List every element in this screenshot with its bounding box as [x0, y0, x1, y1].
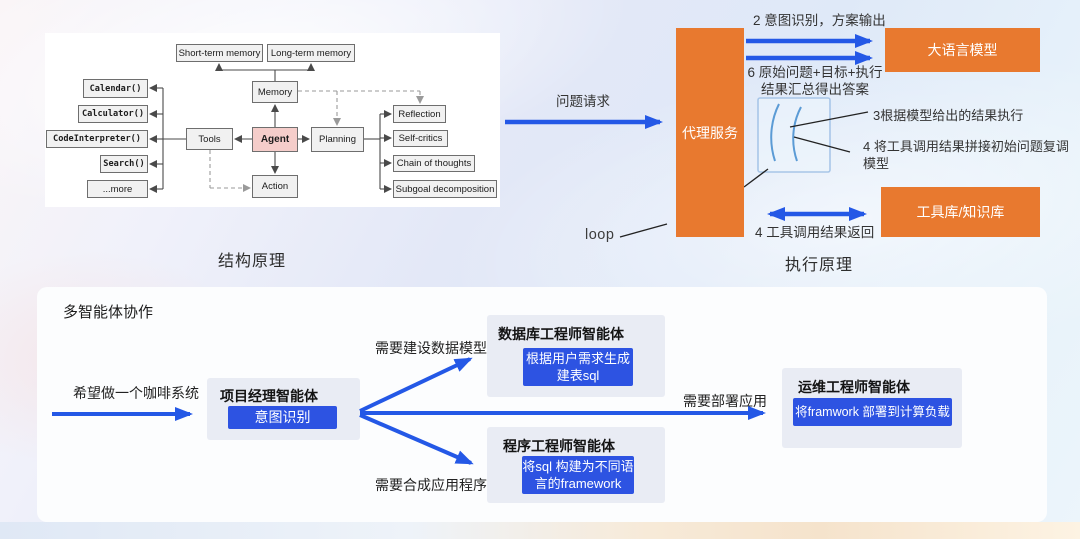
agent-service-box: 代理服务: [676, 28, 744, 237]
node-self-critics: Self-critics: [393, 130, 448, 147]
db-agent-action-line2: 建表sql: [556, 368, 600, 383]
tool-knowledge-label: 工具库/知识库: [916, 204, 1005, 220]
step2-label: 2 意图识别，方案输出: [753, 13, 886, 28]
llm-box: 大语言模型: [885, 28, 1040, 72]
node-code-interpreter: CodeInterpreter(): [46, 130, 148, 148]
step6-line1: 6 原始问题+目标+执行: [747, 65, 883, 80]
node-planning: Planning: [311, 127, 364, 152]
node-short-term-memory: Short-term memory: [176, 44, 263, 62]
structure-connectors: [149, 63, 424, 193]
ops-agent-action: 将framwork 部署到计算负载: [793, 398, 952, 426]
pm-agent-card: 项目经理智能体 意图识别: [207, 378, 360, 440]
loop-label: loop: [585, 227, 615, 243]
multi-agent-panel: 多智能体协作 希望做一个咖啡系统 需要建设数据模型 需要合成应用程序 需要部署应…: [37, 287, 1047, 522]
step4-join-line1: 4 将工具调用结果拼接初始问题复调: [863, 139, 1069, 154]
caption-structure: 结构原理: [218, 253, 287, 270]
node-action: Action: [252, 175, 298, 198]
node-subgoal-decomposition: Subgoal decomposition: [393, 180, 497, 198]
pm-agent-action-text: 意图识别: [254, 409, 311, 425]
node-memory: Memory: [252, 81, 298, 103]
edge-ops-label: 需要部署应用: [683, 393, 767, 409]
edge-db-label: 需要建设数据模型: [375, 340, 487, 356]
dev-agent-action: 将sql 构建为不同语 言的framework: [522, 456, 634, 494]
dev-agent-title: 程序工程师智能体: [503, 438, 615, 454]
node-long-term-memory: Long-term memory: [267, 44, 355, 62]
agent-service-label: 代理服务: [682, 124, 738, 141]
node-tools: Tools: [186, 128, 233, 150]
ops-agent-action-text: 将framwork 部署到计算负载: [795, 404, 950, 419]
background-bottom-strip: [0, 522, 1080, 539]
node-search: Search(): [100, 155, 148, 173]
ops-agent-card: 运维工程师智能体 将framwork 部署到计算负载: [782, 368, 962, 448]
caption-execution: 执行原理: [785, 257, 854, 274]
node-calendar: Calendar(): [83, 79, 148, 98]
step3-label: 3根据模型给出的结果执行: [873, 108, 1024, 123]
node-reflection: Reflection: [393, 105, 446, 123]
node-calculator: Calculator(): [78, 105, 148, 123]
user-request-label: 希望做一个咖啡系统: [73, 385, 199, 401]
pm-agent-title: 项目经理智能体: [220, 388, 318, 404]
tool-knowledge-box: 工具库/知识库: [881, 187, 1040, 237]
step6-line2: 结果汇总得出答案: [761, 82, 869, 97]
edge-dev-label: 需要合成应用程序: [375, 477, 487, 493]
multi-agent-title: 多智能体协作: [63, 304, 154, 321]
agent-structure-diagram: Short-term memory Long-term memory Memor…: [45, 33, 500, 207]
node-agent: Agent: [252, 127, 298, 152]
dev-agent-action-line1: 将sql 构建为不同语: [522, 459, 634, 474]
step4-join-line2: 模型: [863, 155, 890, 171]
dev-agent-card: 程序工程师智能体 将sql 构建为不同语 言的framework: [487, 427, 665, 503]
node-chain-of-thoughts: Chain of thoughts: [393, 155, 475, 172]
db-agent-card: 数据库工程师智能体 根据用户需求生成 建表sql: [487, 315, 665, 397]
ops-agent-title: 运维工程师智能体: [798, 379, 910, 395]
pm-agent-action: 意图识别: [228, 406, 337, 429]
db-agent-title: 数据库工程师智能体: [498, 326, 624, 342]
step6-label: 6 原始问题+目标+执行 结果汇总得出答案: [741, 64, 889, 98]
sketch-box: [757, 97, 831, 173]
request-label: 问题请求: [556, 94, 610, 109]
step4-return-label: 4 工具调用结果返回: [755, 225, 875, 240]
node-more-tools: ...more: [87, 180, 148, 198]
llm-label: 大语言模型: [927, 42, 998, 58]
db-agent-action-line1: 根据用户需求生成: [525, 351, 630, 366]
dev-agent-action-line2: 言的framework: [534, 476, 622, 491]
step4-join-label: 4 将工具调用结果拼接初始问题复调 模型: [863, 139, 1069, 172]
db-agent-action: 根据用户需求生成 建表sql: [523, 348, 633, 386]
